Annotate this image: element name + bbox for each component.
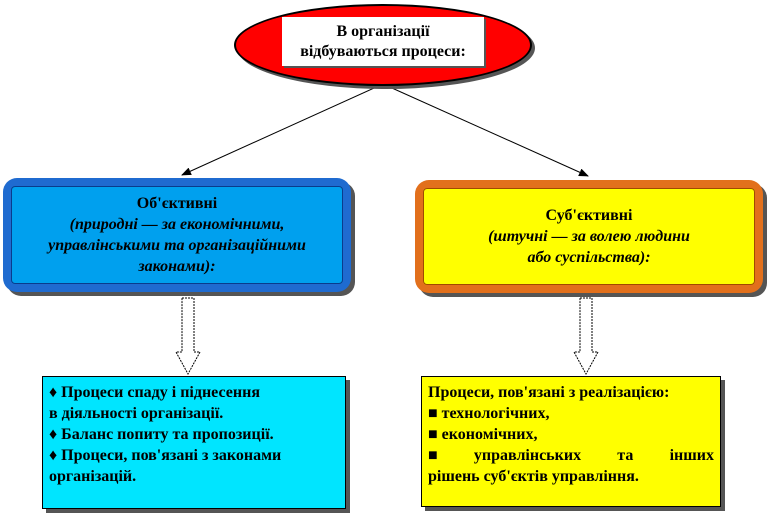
block-arrow-objective bbox=[175, 297, 201, 376]
objective-sub-line-2: управлінськими та організаційними bbox=[48, 237, 306, 254]
subjective-item-2: ■ економічних, bbox=[428, 426, 538, 443]
arrow-to-subjective bbox=[382, 83, 589, 177]
objective-sub-line-1: (природні — за економічними, bbox=[69, 216, 285, 233]
subjective-detail-box: Процеси, пов'язані з реалізацією: ■ техн… bbox=[421, 376, 721, 507]
subjective-item-1: ■ технологічних, bbox=[428, 405, 550, 422]
objective-item-1: ♦ Процеси спаду і піднесення bbox=[49, 384, 260, 401]
objective-item-5: організацій. bbox=[49, 468, 137, 485]
objective-item-3: ♦ Баланс попиту та пропозиції. bbox=[49, 426, 274, 443]
subjective-item-3: ■ управлінських та інших bbox=[428, 445, 714, 466]
objective-sub-line-3: законами): bbox=[138, 258, 216, 275]
objective-category-box: Об'єктивні (природні — за економічними, … bbox=[3, 178, 351, 292]
objective-item-4: ♦ Процеси, пов'язані з законами bbox=[49, 447, 282, 464]
root-line-2: відбуваються процеси: bbox=[300, 42, 466, 60]
root-node: В організації відбуваються процеси: bbox=[282, 17, 484, 66]
word-managerial: управлінських bbox=[473, 447, 582, 464]
subjective-category-box: Суб'єктивні (штучні — за волею людини аб… bbox=[415, 180, 763, 293]
block-arrow-subjective bbox=[573, 297, 599, 376]
subjective-item-4: рішень суб'єктів управління. bbox=[428, 468, 639, 485]
subjective-title: Суб'єктивні bbox=[545, 207, 633, 224]
word-and: та bbox=[617, 447, 634, 464]
objective-detail-box: ♦ Процеси спаду і піднесення в діяльност… bbox=[42, 376, 346, 509]
arrow-to-objective bbox=[181, 83, 384, 176]
bullet-word: ■ bbox=[428, 447, 438, 464]
objective-item-2: в діяльності організації. bbox=[49, 405, 224, 422]
root-line-1: В організації bbox=[336, 22, 430, 40]
word-other: інших bbox=[669, 447, 714, 464]
objective-title: Об'єктивні bbox=[136, 195, 218, 212]
subjective-sub-line-1: (штучні — за волею людини bbox=[488, 228, 690, 245]
subjective-sub-line-2: або суспільства): bbox=[527, 249, 651, 266]
subjective-heading: Процеси, пов'язані з реалізацією: bbox=[428, 384, 670, 401]
